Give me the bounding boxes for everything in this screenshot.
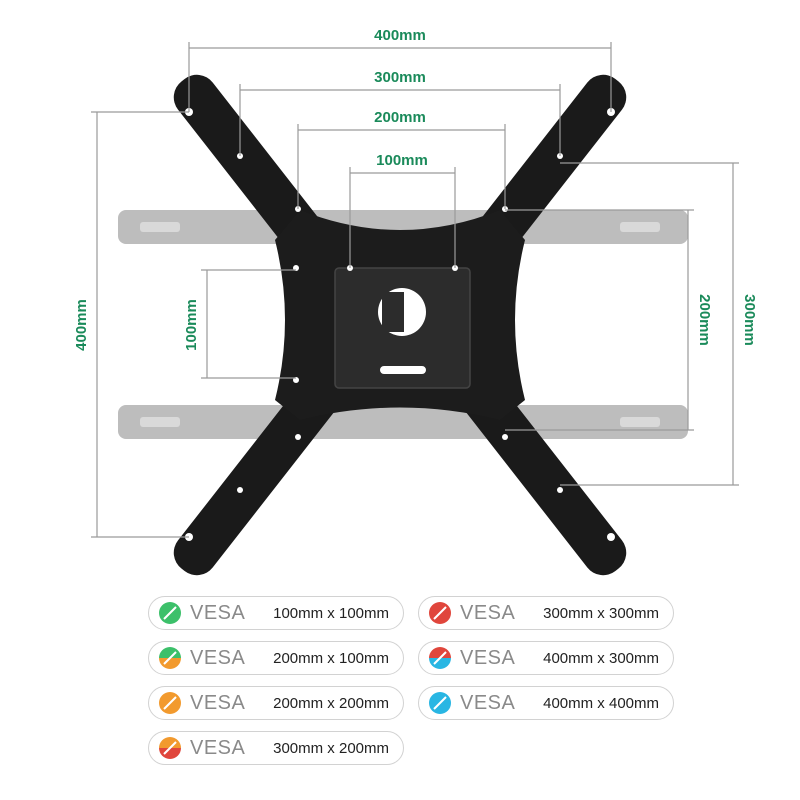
legend-badge-200x100: VESA 200mm x 100mm [148, 641, 404, 675]
dim-top-100: 100mm [376, 152, 428, 169]
color-dot-icon [429, 692, 451, 714]
dim-right-200: 200mm [696, 294, 713, 346]
legend-label: VESA [190, 736, 246, 759]
dim-top-200: 200mm [374, 109, 426, 126]
dim-top-300: 300mm [374, 69, 426, 86]
legend-badge-200x200: VESA 200mm x 200mm [148, 686, 404, 720]
color-dot-icon [429, 602, 451, 624]
legend-badge-400x300: VESA 400mm x 300mm [418, 641, 674, 675]
ghost-rail-bottom [118, 405, 688, 439]
legend-size: 400mm x 400mm [543, 694, 659, 712]
legend-label: VESA [190, 646, 246, 669]
legend-size: 200mm x 100mm [273, 649, 389, 667]
central-plate [275, 210, 525, 420]
legend-size: 400mm x 300mm [543, 649, 659, 667]
ghost-rail-top [118, 210, 688, 244]
legend-size: 300mm x 300mm [543, 604, 659, 622]
legend-badge-300x200: VESA 300mm x 200mm [148, 731, 404, 765]
legend-size: 200mm x 200mm [273, 694, 389, 712]
legend-size: 100mm x 100mm [273, 604, 389, 622]
legend-label: VESA [460, 691, 516, 714]
legend-label: VESA [460, 646, 516, 669]
legend-badge-100x100: VESA 100mm x 100mm [148, 596, 404, 630]
legend-badge-400x400: VESA 400mm x 400mm [418, 686, 674, 720]
dimension-lines [91, 42, 739, 538]
legend-badge-300x300: VESA 300mm x 300mm [418, 596, 674, 630]
dim-right-300: 300mm [741, 294, 758, 346]
legend-size: 300mm x 200mm [273, 739, 389, 757]
legend-label: VESA [190, 691, 246, 714]
legend-label: VESA [190, 601, 246, 624]
dim-left-100: 100mm [183, 299, 200, 351]
color-dot-icon [159, 647, 181, 669]
color-dot-icon [429, 647, 451, 669]
color-dot-icon [159, 602, 181, 624]
dim-top-400: 400mm [374, 27, 426, 44]
dim-left-400: 400mm [73, 299, 90, 351]
color-dot-icon [159, 692, 181, 714]
color-dot-icon [159, 737, 181, 759]
legend-label: VESA [460, 601, 516, 624]
